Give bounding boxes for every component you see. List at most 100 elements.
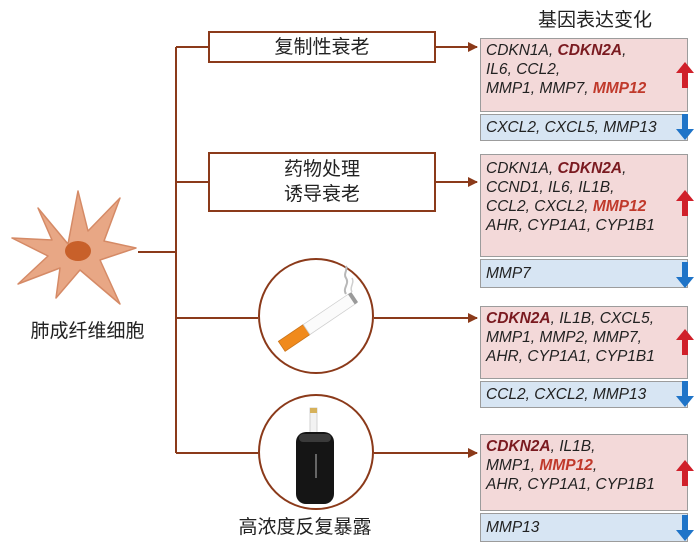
upregulated-gene-list: CDKN1A, CDKN2A,IL6, CCL2,MMP1, MMP7, MMP… — [486, 41, 646, 98]
separator: , — [637, 329, 642, 346]
upregulation-arrow-icon — [676, 190, 694, 216]
separator: , — [622, 160, 627, 177]
gene-name: CDKN1A — [486, 42, 549, 59]
downregulation-arrow-icon — [676, 114, 694, 140]
gene-name: CCL2 — [486, 386, 526, 403]
separator: , — [550, 438, 560, 455]
condition-label: 复制性衰老 — [274, 35, 370, 58]
gene-name: CXCL2 — [486, 119, 536, 136]
upregulation-arrow-icon — [676, 460, 694, 486]
gene-name: CDKN2A — [557, 160, 623, 177]
gene-name: CXCL2 — [534, 198, 585, 215]
gene-line: AHR, CYP1A1, CYP1B1 — [486, 475, 655, 494]
condition-label-line-2: 诱导衰老 — [283, 183, 360, 205]
gene-line: MMP1, MMP2, MMP7, — [486, 328, 655, 347]
separator: , — [586, 476, 596, 493]
panel-1-upregulated: CDKN1A, CDKN2A,IL6, CCL2,MMP1, MMP7, MMP… — [480, 38, 688, 112]
gene-name: CYP1A1 — [527, 476, 587, 493]
gene-name: MMP13 — [592, 386, 647, 403]
fibroblast-cell-icon — [11, 190, 137, 305]
separator: , — [548, 160, 558, 177]
heated-tobacco-device-icon — [296, 407, 334, 504]
separator: , — [518, 348, 528, 365]
separator: , — [550, 310, 560, 327]
gene-line: CXCL2, CXCL5, MMP13 — [486, 118, 657, 137]
separator: , — [530, 80, 540, 97]
gene-line: MMP13 — [486, 518, 539, 537]
separator: , — [594, 119, 604, 136]
gene-name: CCL2 — [516, 61, 556, 78]
upregulation-arrow-icon — [676, 329, 694, 355]
separator: , — [530, 329, 540, 346]
upregulation-arrow-icon — [676, 62, 694, 88]
gene-line: AHR, CYP1A1, CYP1B1 — [486, 216, 655, 235]
separator: , — [592, 457, 598, 474]
downregulated-gene-list: MMP13 — [486, 518, 539, 537]
condition-cigarette — [258, 258, 374, 374]
panel-4-upregulated: CDKN2A, IL1B,MMP1, MMP12,AHR, CYP1A1, CY… — [480, 434, 688, 511]
gene-name: MMP13 — [486, 519, 540, 536]
gene-name: CXCL2 — [534, 386, 585, 403]
gene-name: IL6 — [548, 179, 570, 196]
gene-line: CDKN2A, IL1B, CXCL5, — [486, 309, 655, 328]
gene-name: AHR — [486, 217, 519, 234]
gene-expression-header: 基因表达变化 — [537, 9, 652, 31]
gene-line: CCND1, IL6, IL1B, — [486, 178, 655, 197]
separator: , — [525, 198, 535, 215]
separator: , — [591, 310, 600, 327]
gene-name: CDKN2A — [486, 310, 551, 327]
gene-name: MMP13 — [603, 119, 657, 136]
gene-line: CCL2, CXCL2, MMP12 — [486, 197, 655, 216]
downregulation-arrow-icon — [676, 381, 694, 407]
gene-name: MMP7 — [592, 329, 638, 346]
gene-name: MMP7 — [486, 265, 531, 282]
downregulation-arrow-icon — [676, 515, 694, 541]
gene-line: CCL2, CXCL2, MMP13 — [486, 385, 646, 404]
gene-line: IL6, CCL2, — [486, 60, 646, 79]
separator: , — [518, 217, 528, 234]
separator: , — [530, 457, 540, 474]
gene-name: IL1B — [578, 179, 611, 196]
panel-2-upregulated: CDKN1A, CDKN2A,CCND1, IL6, IL1B,CCL2, CX… — [480, 154, 688, 257]
gene-line: MMP7 — [486, 264, 531, 283]
downregulated-gene-list: CCL2, CXCL2, MMP13 — [486, 385, 646, 404]
gene-line: MMP1, MMP12, — [486, 456, 655, 475]
separator: , — [539, 179, 549, 196]
downregulated-gene-list: MMP7 — [486, 264, 531, 283]
panel-1-downregulated: CXCL2, CXCL5, MMP13 — [480, 114, 688, 141]
gene-name: CYP1B1 — [595, 217, 655, 234]
cell-type-label: 肺成纤维细胞 — [30, 320, 145, 342]
gene-name: MMP12 — [592, 80, 647, 97]
separator: , — [525, 386, 535, 403]
gene-line: CDKN2A, IL1B, — [486, 437, 655, 456]
panel-3-upregulated: CDKN2A, IL1B, CXCL5,MMP1, MMP2, MMP7,AHR… — [480, 306, 688, 379]
gene-name: CDKN2A — [557, 42, 623, 59]
gene-name: CYP1A1 — [527, 348, 587, 365]
gene-name: MMP1 — [486, 80, 531, 97]
gene-line: MMP1, MMP7, MMP12 — [486, 79, 646, 98]
downregulated-gene-list: CXCL2, CXCL5, MMP13 — [486, 118, 657, 137]
gene-name: CYP1B1 — [595, 348, 655, 365]
condition-replicative-senescence: 复制性衰老 — [208, 31, 436, 63]
separator: , — [584, 386, 593, 403]
gene-name: CCND1 — [486, 179, 540, 196]
separator: , — [569, 179, 579, 196]
gene-line: CDKN1A, CDKN2A, — [486, 41, 646, 60]
gene-name: CCL2 — [486, 198, 526, 215]
cigarette-icon — [277, 265, 359, 352]
panel-4-downregulated: MMP13 — [480, 513, 688, 542]
gene-line: CDKN1A, CDKN2A, — [486, 159, 655, 178]
gene-name: AHR — [486, 348, 519, 365]
cell-nucleus — [65, 241, 91, 261]
gene-name: CDKN1A — [486, 160, 549, 177]
panel-3-downregulated: CCL2, CXCL2, MMP13 — [480, 381, 688, 408]
gene-name: CDKN2A — [486, 438, 551, 455]
condition-heated-tobacco — [258, 394, 374, 510]
separator: , — [622, 42, 627, 59]
gene-name: MMP7 — [539, 80, 585, 97]
condition-drug-induced-senescence: 药物处理 诱导衰老 — [208, 152, 436, 212]
separator: , — [584, 329, 593, 346]
condition-label-line-1: 药物处理 — [283, 158, 360, 180]
gene-name: CYP1B1 — [595, 476, 655, 493]
